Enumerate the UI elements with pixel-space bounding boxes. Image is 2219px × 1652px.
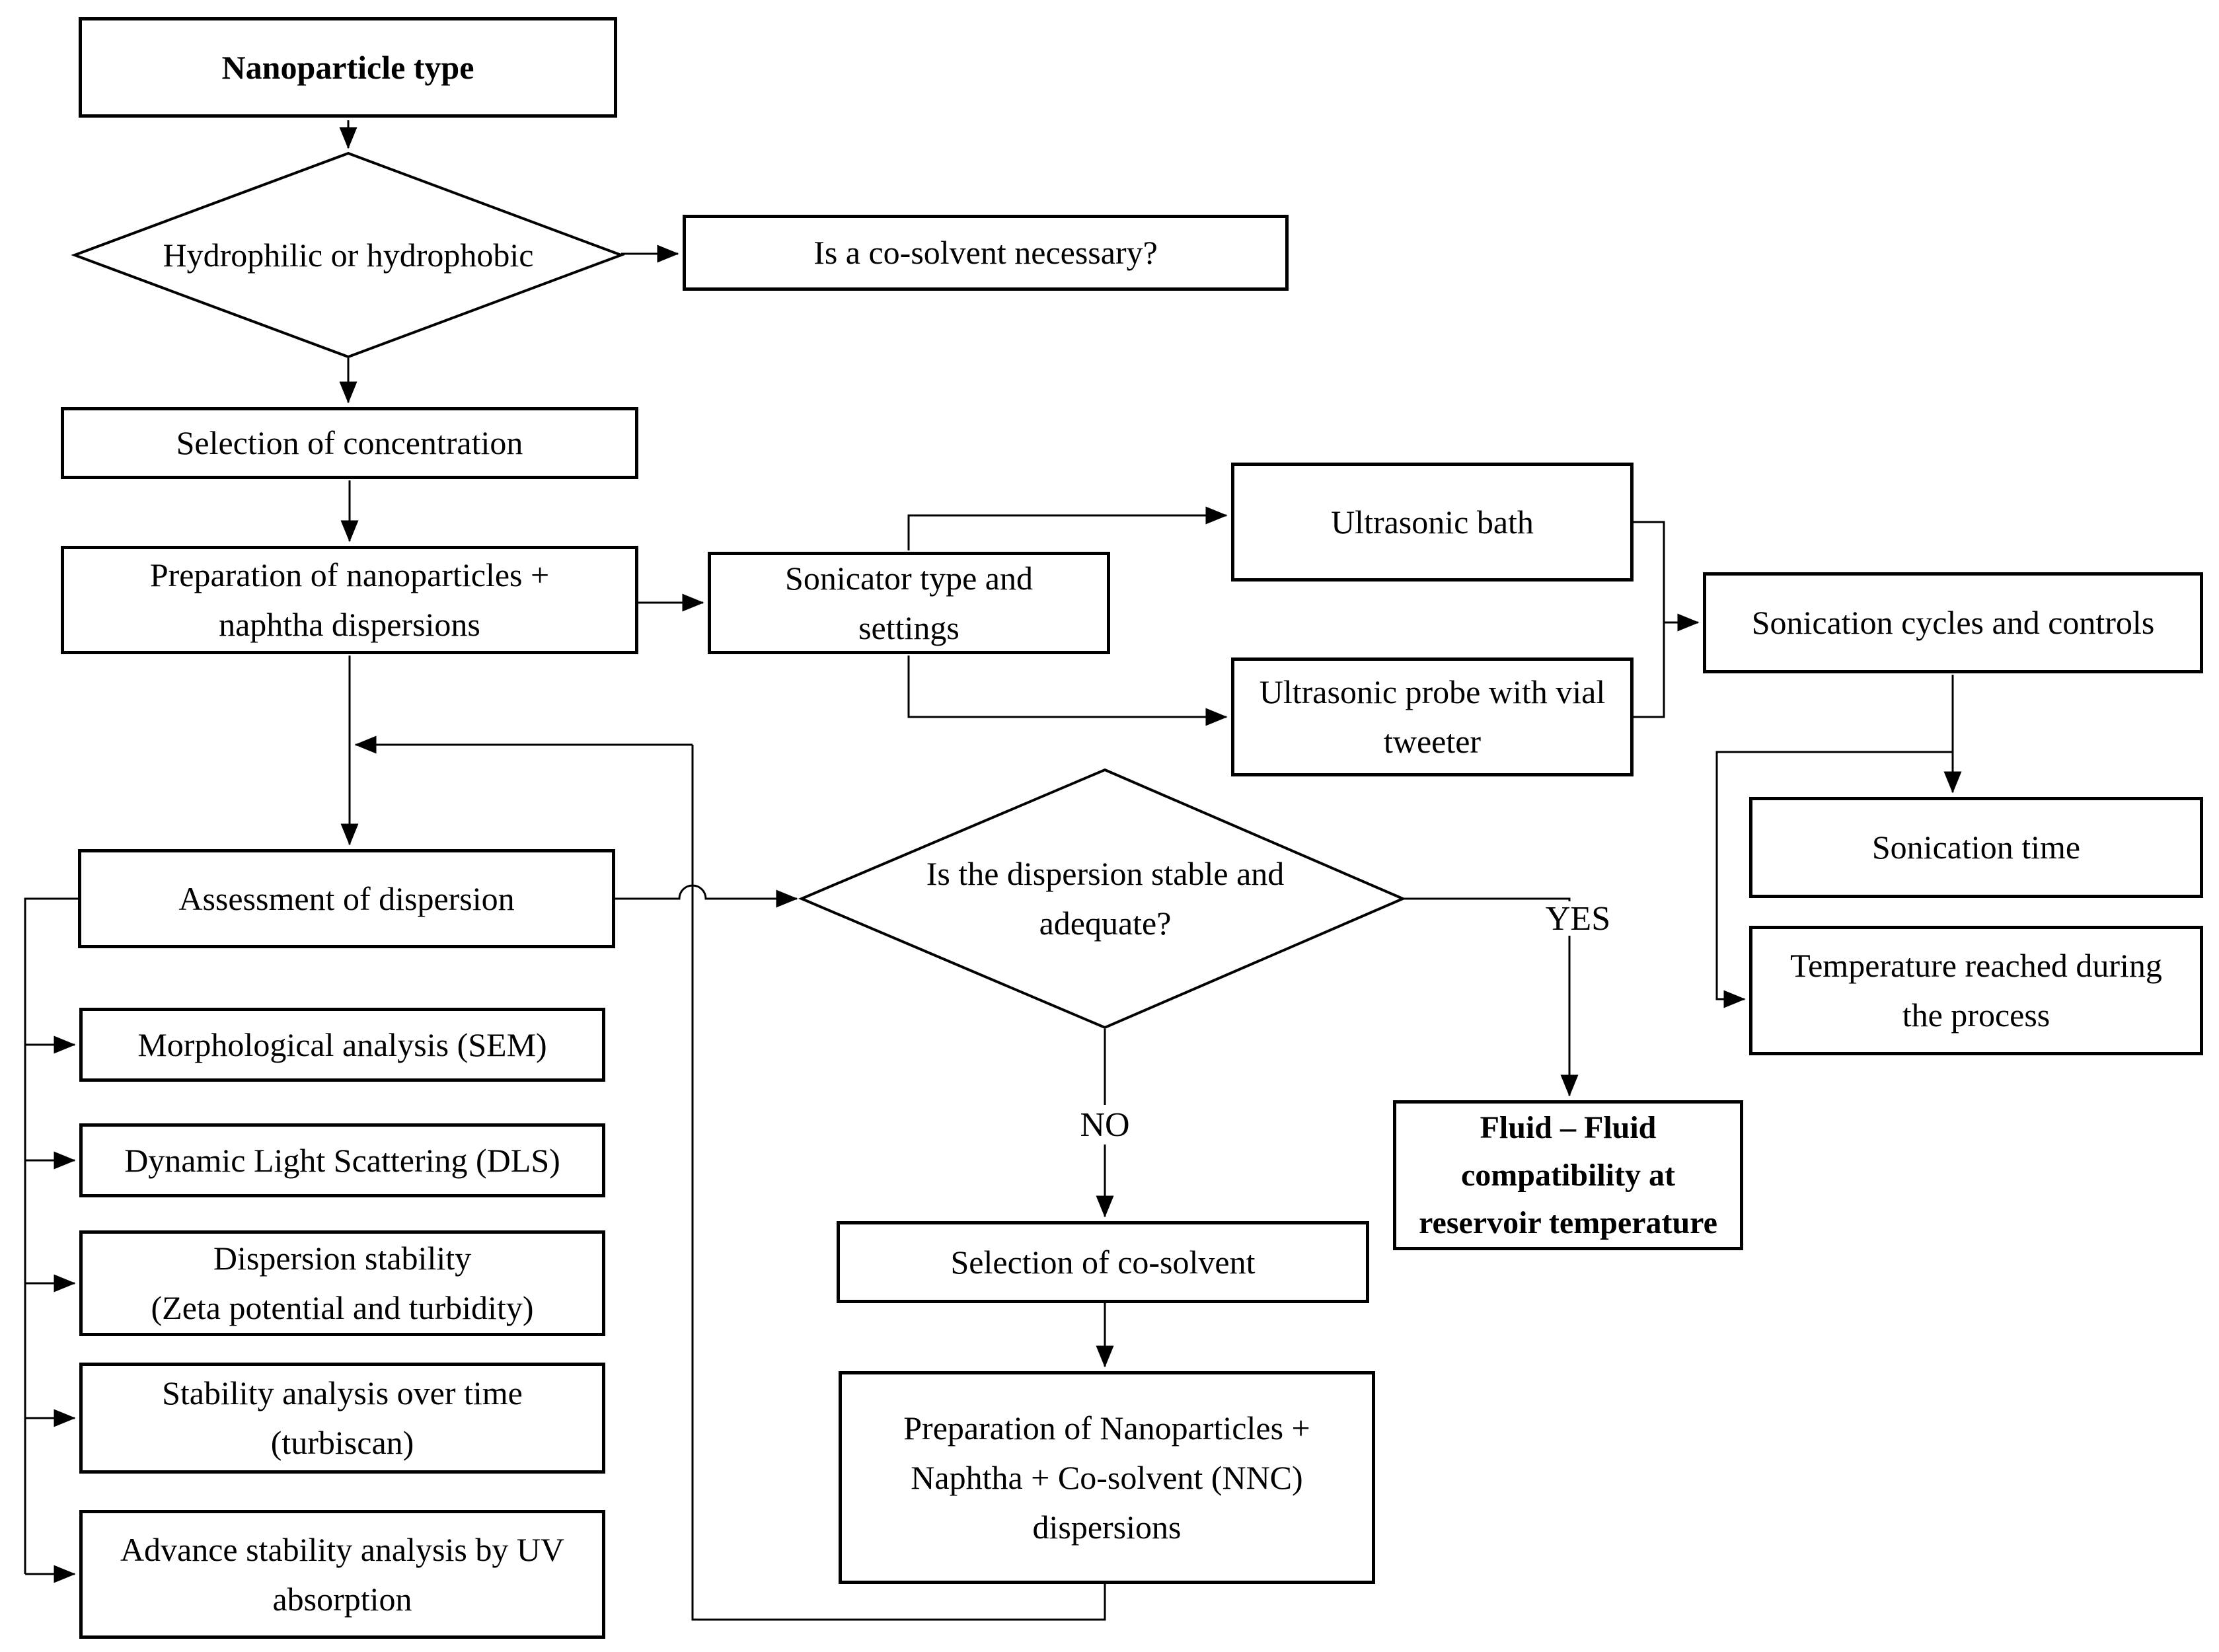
node-cosolvent-question: Is a co-solvent necessary? xyxy=(683,215,1289,291)
node-stability-over-time: Stability analysis over time (turbiscan) xyxy=(79,1363,605,1474)
node-stability-over-time-label: Stability analysis over time (turbiscan) xyxy=(162,1374,523,1461)
node-morphological-analysis: Morphological analysis (SEM) xyxy=(79,1008,605,1082)
node-prep-naphtha-label: Preparation of nanoparticles + naphtha d… xyxy=(149,556,550,643)
node-assessment-dispersion-label: Assessment of dispersion xyxy=(178,880,515,917)
node-ultrasonic-bath: Ultrasonic bath xyxy=(1231,463,1634,582)
node-advance-stability-label: Advance stability analysis by UV absorpt… xyxy=(120,1530,565,1618)
arrow-stability-yes-to-fluid xyxy=(1403,897,1579,1097)
node-ultrasonic-bath-label: Ultrasonic bath xyxy=(1331,503,1534,541)
arrow-sonicator-to-ultrasonic-probe xyxy=(907,656,1228,726)
decision-stability-shape xyxy=(798,768,1407,1030)
decision-stability-label-area: Is the dispersion stable and adequate? xyxy=(859,813,1351,985)
node-advance-stability: Advance stability analysis by UV absorpt… xyxy=(79,1510,605,1639)
decision-hydrophilic-label-area: Hydrophilic or hydrophobic xyxy=(141,198,556,312)
node-ultrasonic-probe-label: Ultrasonic probe with vial tweeter xyxy=(1259,673,1606,760)
node-morphological-analysis-label: Morphological analysis (SEM) xyxy=(137,1026,547,1063)
node-prep-nnc: Preparation of Nanoparticles + Naphtha +… xyxy=(839,1371,1375,1584)
arrow-sonicator-to-ultrasonic-bath xyxy=(907,506,1228,550)
node-ultrasonic-probe: Ultrasonic probe with vial tweeter xyxy=(1231,657,1634,776)
node-selection-concentration: Selection of concentration xyxy=(61,407,638,479)
node-prep-naphtha: Preparation of nanoparticles + naphtha d… xyxy=(61,546,638,654)
node-nanoparticle-type: Nanoparticle type xyxy=(79,17,617,118)
no-branch-label-text: NO xyxy=(1080,1106,1130,1144)
node-selection-cosolvent-label: Selection of co-solvent xyxy=(950,1243,1256,1281)
decision-hydrophilic-label: Hydrophilic or hydrophobic xyxy=(163,236,534,274)
node-sonication-time: Sonication time xyxy=(1749,797,2203,898)
node-nanoparticle-type-label: Nanoparticle type xyxy=(221,48,474,86)
node-temperature-reached: Temperature reached during the process xyxy=(1749,926,2203,1055)
node-sonicator-type: Sonicator type and settings xyxy=(708,552,1110,654)
line-bath-probe-join xyxy=(1632,521,1665,718)
node-assessment-dispersion: Assessment of dispersion xyxy=(78,849,615,948)
node-fluid-compatibility-label: Fluid – Fluid compatibility at reservoir… xyxy=(1419,1109,1717,1240)
node-dispersion-stability-label: Dispersion stability (Zeta potential and… xyxy=(151,1240,534,1326)
node-dynamic-light-scattering-label: Dynamic Light Scattering (DLS) xyxy=(124,1141,560,1179)
node-sonicator-type-label: Sonicator type and settings xyxy=(785,559,1033,646)
decision-hydrophilic-shape xyxy=(71,151,625,359)
arrow-assessment-to-stability-decision xyxy=(615,884,798,908)
node-temperature-reached-label: Temperature reached during the process xyxy=(1790,947,2162,1033)
node-prep-nnc-label: Preparation of Nanoparticles + Naphtha +… xyxy=(903,1409,1310,1546)
line-prep-nnc-feedback-loop xyxy=(691,745,1106,1621)
node-sonication-cycles: Sonication cycles and controls xyxy=(1703,572,2203,673)
node-selection-concentration-label: Selection of concentration xyxy=(176,424,523,461)
node-fluid-compatibility: Fluid – Fluid compatibility at reservoir… xyxy=(1393,1100,1743,1250)
node-cosolvent-question-label: Is a co-solvent necessary? xyxy=(813,234,1158,271)
yes-branch-label: YES xyxy=(1532,899,1624,938)
arrow-cycles-to-temperature xyxy=(1715,751,1953,1008)
decision-stability-label: Is the dispersion stable and adequate? xyxy=(926,855,1285,942)
node-dispersion-stability: Dispersion stability (Zeta potential and… xyxy=(79,1230,605,1336)
line-assessment-branch-rail xyxy=(24,897,78,1574)
node-dynamic-light-scattering: Dynamic Light Scattering (DLS) xyxy=(79,1123,605,1197)
node-sonication-cycles-label: Sonication cycles and controls xyxy=(1751,604,2155,641)
node-sonication-time-label: Sonication time xyxy=(1871,829,2081,866)
yes-branch-label-text: YES xyxy=(1545,899,1611,938)
node-selection-cosolvent: Selection of co-solvent xyxy=(837,1221,1369,1303)
no-branch-label: NO xyxy=(1059,1105,1151,1145)
